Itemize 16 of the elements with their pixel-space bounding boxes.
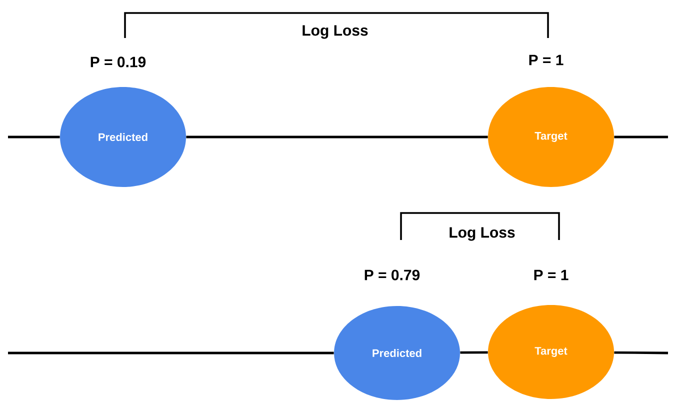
ellipse-node: Predicted <box>60 87 186 187</box>
probability-label: P = 1 <box>534 270 568 280</box>
line <box>614 136 668 138</box>
line <box>186 136 488 138</box>
probability-label: P = 0.19 <box>90 56 146 68</box>
bracket-label: Log Loss <box>302 25 368 39</box>
line <box>614 351 668 354</box>
line <box>460 351 488 354</box>
probability-label: P = 1 <box>529 54 564 66</box>
line <box>8 136 60 138</box>
ellipse-node: Predicted <box>334 306 460 400</box>
probability-label: P = 0.79 <box>364 270 420 280</box>
line <box>8 352 334 354</box>
bracket-label: Log Loss <box>450 227 515 241</box>
ellipse-node: Target <box>488 87 614 187</box>
ellipse-node: Target <box>488 305 614 399</box>
